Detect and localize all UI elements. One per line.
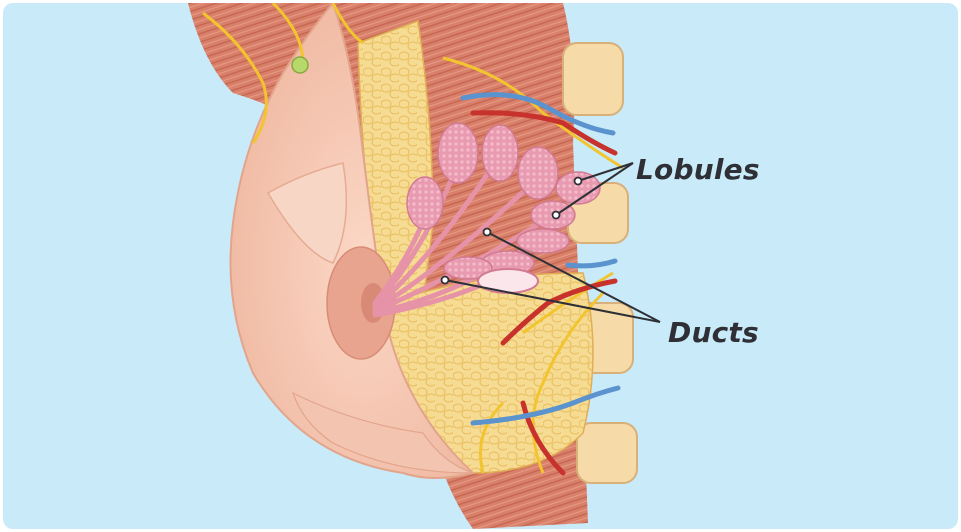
lobules-pointer-dot bbox=[575, 178, 582, 185]
lobules-pointer-dot bbox=[553, 212, 560, 219]
ducts-pointer-dot bbox=[442, 277, 449, 284]
lymph-node bbox=[292, 57, 308, 73]
ducts-pointer-dot bbox=[484, 229, 491, 236]
lobules-label: Lobules bbox=[636, 153, 760, 186]
ducts-label: Ducts bbox=[668, 316, 759, 349]
duct-sinus bbox=[478, 269, 538, 293]
diagram-panel: Lobules Ducts bbox=[3, 3, 958, 529]
breast-anatomy-illustration bbox=[3, 3, 958, 529]
